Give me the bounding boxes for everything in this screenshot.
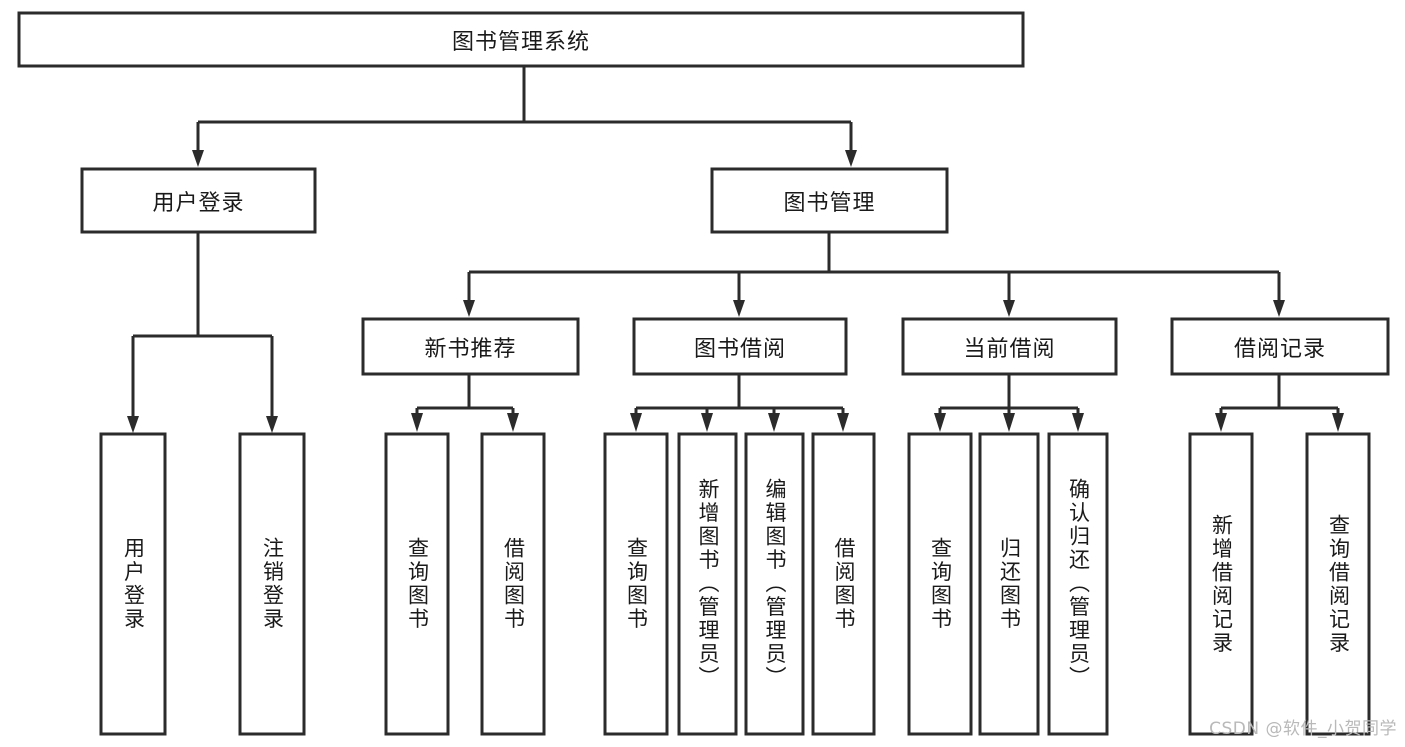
node-box-borrow-record[interactable] (1170, 317, 1390, 376)
node-box-leaf-query-book-1[interactable] (384, 432, 450, 736)
node-box-book-borrow[interactable] (632, 317, 848, 376)
node-box-leaf-borrow-book-1[interactable] (480, 432, 546, 736)
node-box-leaf-logout[interactable] (238, 432, 306, 736)
node-box-book-manage[interactable] (710, 167, 949, 234)
node-box-leaf-return-book[interactable] (978, 432, 1040, 736)
node-box-leaf-query-book-2[interactable] (603, 432, 669, 736)
node-box-leaf-query-record[interactable] (1305, 432, 1371, 736)
node-box-leaf-confirm-return[interactable] (1047, 432, 1109, 736)
connector-currentborrow-to-leaves (934, 374, 1084, 432)
node-box-leaf-edit-book[interactable] (744, 432, 805, 736)
node-box-current-borrow[interactable] (901, 317, 1118, 376)
node-box-new-book[interactable] (361, 317, 580, 376)
connector-bookmanage-to-level3 (463, 232, 1285, 317)
node-box-user-login[interactable] (80, 167, 317, 234)
node-box-leaf-query-book-3[interactable] (907, 432, 973, 736)
connector-userlogin-to-leaves (127, 232, 278, 433)
node-box-leaf-user-login[interactable] (99, 432, 167, 736)
node-box-root[interactable] (17, 11, 1025, 68)
node-box-leaf-add-book[interactable] (677, 432, 738, 736)
node-box-leaf-borrow-book-2[interactable] (811, 432, 876, 736)
connector-borrowrecord-to-leaves (1215, 374, 1344, 432)
connector-newbook-to-leaves (411, 374, 519, 432)
connector-root-to-level2 (192, 66, 857, 167)
node-box-leaf-add-record[interactable] (1188, 432, 1254, 736)
connector-bookborrow-to-leaves (630, 374, 849, 432)
